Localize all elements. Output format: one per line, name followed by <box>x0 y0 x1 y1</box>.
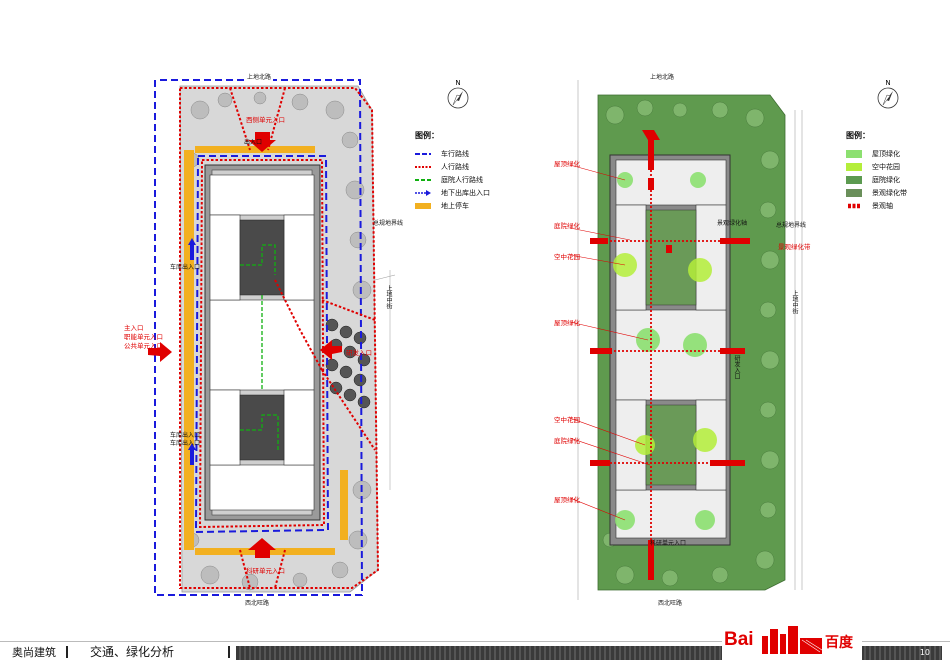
left-label-top-entrance: 西侧单元入口 <box>246 116 285 124</box>
footer-divider-1 <box>66 646 68 658</box>
legend-swatch-pedestrian <box>415 165 431 168</box>
greenery-plan <box>570 80 803 600</box>
arrow-south-entrance <box>248 538 276 558</box>
legend-swatch-parking <box>415 202 431 209</box>
arrow-west-entrance <box>148 342 172 362</box>
garage-arrows <box>188 238 196 465</box>
legend-swatch-yard <box>846 175 862 184</box>
north-compass-icon: N <box>447 79 469 109</box>
right-label-center-entrance: 研发入口 <box>733 355 740 379</box>
legend-swatch-courtyard <box>415 178 431 181</box>
legend-swatch-vehicle <box>415 152 431 155</box>
svg-text:N: N <box>455 79 460 87</box>
legend-row-band: 景观绿化带 <box>846 186 907 199</box>
legend-swatch-axis <box>848 203 860 208</box>
pedestrian-routes <box>179 87 380 589</box>
right-label-courtyard-2: 庭院绿化 <box>554 437 580 445</box>
legend-label-axis: 景观轴 <box>872 201 893 210</box>
legend-label-band: 景观绿化带 <box>872 188 907 197</box>
right-label-courtyard-1: 庭院绿化 <box>554 222 580 230</box>
legend-row-garage: 地下出库出入口 <box>415 186 490 199</box>
legend-label-parking: 地上停车 <box>441 201 469 210</box>
courtyard-paths <box>240 244 279 450</box>
arrow-north-entrance <box>248 132 276 152</box>
legend-row-roof: 屋顶绿化 <box>846 147 907 160</box>
legend-swatch-roof <box>846 149 862 158</box>
legend-label-courtyard: 庭院人行路线 <box>441 175 483 184</box>
right-label-roof-1: 屋顶绿化 <box>554 160 580 168</box>
left-label-west-garage-1: 车库出入口 <box>170 264 201 271</box>
legend-label-sky: 空中花园 <box>872 162 900 171</box>
building-blocks <box>209 174 315 511</box>
right-road-east-band: 景观绿化带 <box>778 243 811 251</box>
legend-swatch-garage-arrow-icon <box>415 189 431 196</box>
baidu-logo-cn: 百度 <box>825 635 853 651</box>
left-label-top-entrance-2: 出入口 <box>244 139 263 146</box>
traffic-legend-title: 图例： <box>415 131 439 140</box>
greenery-legend-title: 图例： <box>846 131 870 140</box>
parking-west <box>184 150 194 550</box>
legend-row-pedestrian: 人行路线 <box>415 160 490 173</box>
right-label-sky-garden-1: 空中花园 <box>554 253 580 261</box>
landscape-axis-dots <box>590 150 750 580</box>
legend-row-vehicle: 车行路线 <box>415 147 490 160</box>
courtyards <box>239 219 285 461</box>
parking-north <box>195 146 315 153</box>
left-label-west-entrance: 主入口 职能单元入口 公共单元入口 <box>124 324 163 350</box>
baidu-building-icon <box>762 626 823 654</box>
right-label-south-entrance: 科研单元入口 <box>650 540 687 547</box>
page-number: 10 <box>919 648 930 657</box>
left-road-north: 上地北路 <box>245 72 274 81</box>
footer-rule <box>0 641 950 642</box>
arrow-east-entrance <box>320 340 342 360</box>
legend-label-pedestrian: 人行路线 <box>441 162 469 171</box>
left-road-east-upper: 总规地界线 <box>373 220 404 227</box>
vehicle-routes <box>154 79 364 596</box>
right-road-north: 上地北路 <box>648 72 677 81</box>
right-label-top: 景观绿化轴 <box>717 220 748 227</box>
legend-label-garage: 地下出库出入口 <box>441 188 490 197</box>
left-road-east-middle: 上地中街 <box>385 285 392 309</box>
legend-row-yard: 庭院绿化 <box>846 173 907 186</box>
baidu-logo-text: Bai <box>724 629 754 650</box>
footer-divider-2 <box>228 646 230 658</box>
left-label-south-entrance: 科研单元入口 <box>246 567 285 575</box>
right-building-blocks <box>615 159 727 539</box>
legend-row-parking: 地上停车 <box>415 199 490 212</box>
greenery-legend: 图例： 屋顶绿化 空中花园 庭院绿化 景观绿化带 景观轴 <box>846 130 907 212</box>
left-trees <box>184 91 372 591</box>
legend-row-sky: 空中花园 <box>846 160 907 173</box>
left-label-east-entrance: 研发入口 <box>346 349 372 357</box>
legend-row-courtyard: 庭院人行路线 <box>415 173 490 186</box>
leader-lines <box>570 164 651 521</box>
right-road-south: 西北旺路 <box>656 598 685 607</box>
right-trees <box>602 99 780 587</box>
traffic-plan <box>148 79 396 596</box>
legend-swatch-sky <box>846 162 862 171</box>
footer-title: 交通、绿化分析 <box>90 645 175 659</box>
right-label-sky-garden-2: 空中花园 <box>554 416 580 424</box>
north-compass-icon-right: N <box>877 79 899 109</box>
legend-row-axis: 景观轴 <box>846 199 907 212</box>
footer-company: 奥尚建筑 <box>12 646 56 659</box>
right-label-roof-3: 屋顶绿化 <box>554 496 580 504</box>
legend-label-yard: 庭院绿化 <box>872 175 900 184</box>
right-road-east-middle: 上地中街 <box>791 290 798 314</box>
entrance-arrows <box>148 132 342 558</box>
parking-east <box>340 470 348 540</box>
right-road-east-upper: 总规地界线 <box>776 222 807 229</box>
legend-label-vehicle: 车行路线 <box>441 149 469 158</box>
legend-swatch-band <box>846 188 862 197</box>
left-road-south: 西北旺路 <box>243 598 272 607</box>
legend-label-roof: 屋顶绿化 <box>872 149 900 158</box>
east-setback <box>374 274 396 281</box>
traffic-legend: 图例： 车行路线 人行路线 庭院人行路线 地下出库出入口 地上停车 <box>415 130 490 212</box>
left-label-west-garage-2: 车库出入口 车库出入口 <box>170 432 201 447</box>
right-label-roof-2: 屋顶绿化 <box>554 319 580 327</box>
svg-text:N: N <box>885 79 890 87</box>
